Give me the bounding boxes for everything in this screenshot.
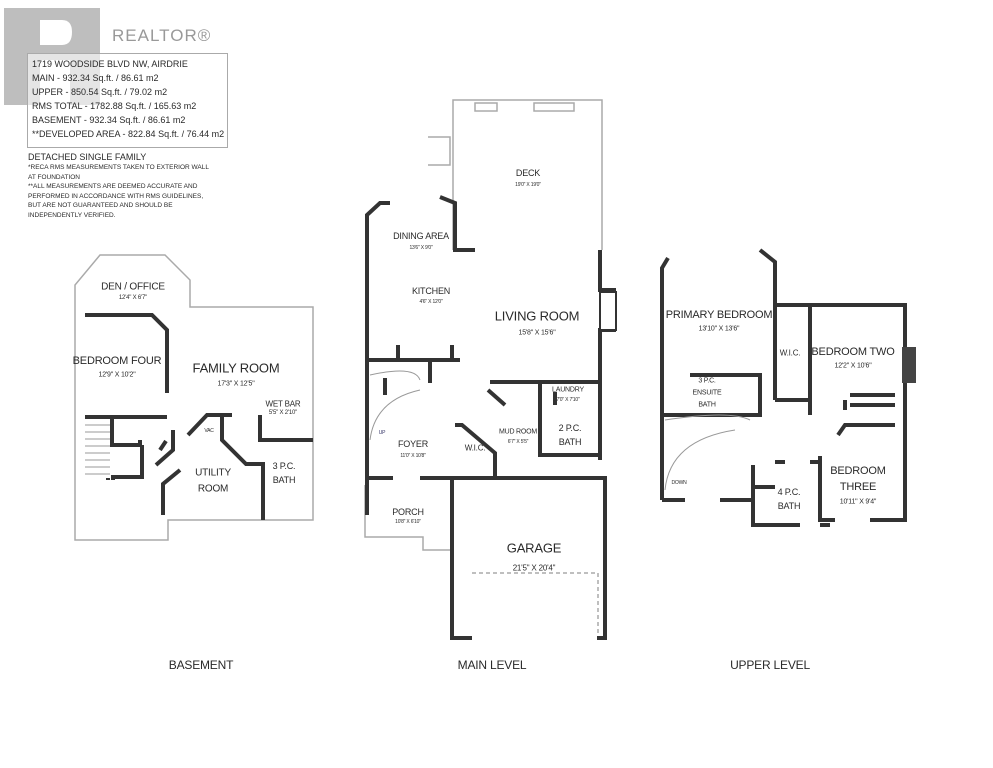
bedroom-two-label: BEDROOM TWO xyxy=(811,346,895,358)
area-basement: BASEMENT - 932.34 Sq.ft. / 86.61 m2 xyxy=(32,115,186,125)
bedroom-four-label: BEDROOM FOUR xyxy=(72,355,162,367)
area-developed: **DEVELOPED AREA - 822.84 Sq.ft. / 76.44… xyxy=(32,129,225,139)
wet-bar-dims: 5'5" X 2'10" xyxy=(268,410,298,416)
ensuite-label-1: 3 P.C. xyxy=(698,377,716,385)
laundry-dims: 7'0" X 7'10" xyxy=(556,397,580,403)
bedroom-three-dims: 10'11" X 9'4" xyxy=(839,498,877,506)
basement-bath-label-1: 3 P.C. xyxy=(272,461,296,471)
main-bath-label-1: 2 P.C. xyxy=(558,423,582,433)
garage-label: GARAGE xyxy=(506,540,562,556)
walls xyxy=(85,195,907,640)
foyer-dims: 11'0" X 10'8" xyxy=(400,453,426,459)
garage-door xyxy=(472,572,599,640)
living-room-label: LIVING ROOM xyxy=(494,308,580,324)
porch-outline xyxy=(364,485,450,551)
upper-level-title: UPPER LEVEL xyxy=(730,658,810,672)
basement-outline xyxy=(74,254,314,541)
mud-room-label: MUD ROOM xyxy=(498,428,538,436)
bedroom-two-dims: 12'2" X 10'6" xyxy=(834,362,872,370)
upper-wic-label: W.I.C. xyxy=(779,348,801,358)
area-main: MAIN - 932.34 Sq.ft. / 86.61 m2 xyxy=(32,73,159,83)
den-dims: 12'4" X 6'7" xyxy=(118,295,148,301)
area-rms-total: RMS TOTAL - 1782.88 Sq.ft. / 165.63 m2 xyxy=(32,101,197,111)
utility-room-label-2: ROOM xyxy=(197,483,229,495)
upper-bath-label-2: BATH xyxy=(777,501,801,511)
den-label: DEN / OFFICE xyxy=(101,281,165,293)
upper-walls xyxy=(660,248,907,522)
bedroom-four-dims: 12'9" X 10'2" xyxy=(98,371,136,379)
main-bath-label-2: BATH xyxy=(558,437,582,447)
basement-bath-label-2: BATH xyxy=(272,475,296,485)
main-wic-label: W.I.C. xyxy=(464,443,486,453)
deck-outline xyxy=(452,99,603,250)
stairs xyxy=(85,370,751,491)
property-type: DETACHED SINGLE FAMILY xyxy=(28,152,147,162)
main-level-title: MAIN LEVEL xyxy=(457,658,527,672)
bedroom-three-label-1: BEDROOM xyxy=(830,465,886,477)
utility-room-label-1: UTILITY xyxy=(195,467,231,479)
ensuite-label-2: ENSUITE xyxy=(692,389,722,397)
note-line: AT FOUNDATION xyxy=(28,173,80,181)
note-line: **ALL MEASUREMENTS ARE DEEMED ACCURATE A… xyxy=(28,183,198,191)
family-room-dims: 17'3" X 12'5" xyxy=(217,380,255,388)
property-notes: DETACHED SINGLE FAMILY *RECA RMS MEASURE… xyxy=(28,151,238,221)
kitchen-label: KITCHEN xyxy=(411,286,451,296)
ensuite-label-3: BATH xyxy=(698,401,716,409)
bedroom-three-label-2: THREE xyxy=(839,481,877,493)
address: 1719 WOODSIDE BLVD NW, AIRDRIE xyxy=(32,59,188,69)
upper-chimney xyxy=(902,347,916,383)
family-room-label: FAMILY ROOM xyxy=(192,360,280,376)
foyer-label: FOYER xyxy=(397,439,429,449)
garage-dims: 21'5" X 20'4" xyxy=(512,563,556,573)
wet-bar-label: WET BAR xyxy=(265,399,301,409)
stairs-up-label: UP xyxy=(378,430,386,436)
area-upper: UPPER - 850.54 Sq.ft. / 79.02 m2 xyxy=(32,87,168,97)
deck-label: DECK xyxy=(515,168,541,178)
primary-bedroom-dims: 13'10" X 13'6" xyxy=(698,325,740,333)
main-walls xyxy=(365,195,616,515)
vac-label: VAC xyxy=(204,428,214,434)
upper-bath-label-1: 4 P.C. xyxy=(777,487,801,497)
dining-area-dims: 13'6" X 9'0" xyxy=(409,245,433,251)
laundry-label: LAUNDRY xyxy=(552,386,584,394)
stairs-down-label: DOWN xyxy=(671,480,687,486)
porch-dims: 10'8" X 6'10" xyxy=(395,519,421,525)
deck-dims: 19'0" X 19'0" xyxy=(515,182,541,188)
thin-outlines xyxy=(74,99,603,640)
living-room-dims: 15'8" X 15'6" xyxy=(518,329,556,337)
fireplace xyxy=(599,291,617,331)
note-line: PERFORMED IN ACCORDANCE WITH RMS GUIDELI… xyxy=(28,192,204,200)
note-line: *RECA RMS MEASUREMENTS TAKEN TO EXTERIOR… xyxy=(28,164,209,171)
kitchen-dims: 4'6" X 12'0" xyxy=(419,299,443,305)
note-line: INDEPENDENTLY VERIFIED. xyxy=(28,211,116,219)
realtor-watermark-text: REALTOR® xyxy=(112,26,212,45)
property-info-box: 1719 WOODSIDE BLVD NW, AIRDRIE MAIN - 93… xyxy=(27,53,228,148)
porch-label: PORCH xyxy=(392,507,424,517)
basement-title: BASEMENT xyxy=(168,658,234,672)
dining-area-label: DINING AREA xyxy=(393,231,449,241)
mud-room-dims: 6'7" X 5'5" xyxy=(507,439,529,445)
primary-bedroom-label: PRIMARY BEDROOM xyxy=(665,309,773,321)
note-line: BUT ARE NOT GUARANTEED AND SHOULD BE xyxy=(28,202,173,210)
